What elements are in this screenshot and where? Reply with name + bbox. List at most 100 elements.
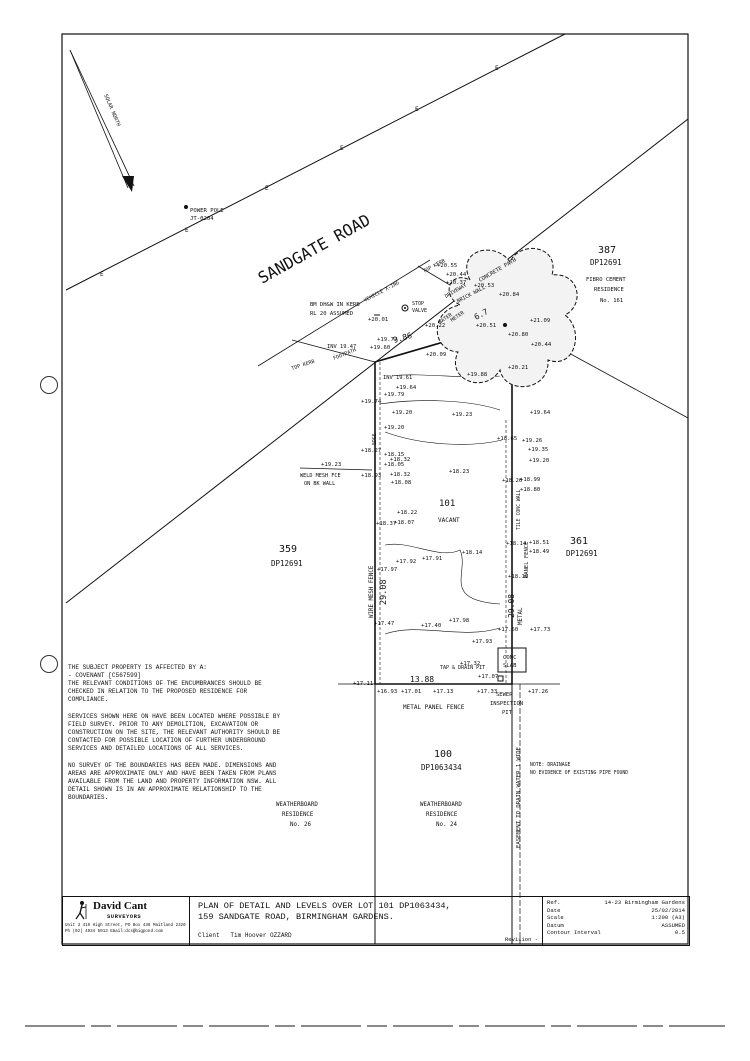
- spot-level: +20.21: [508, 365, 528, 371]
- panel-fence-label: PANEL FENCE: [524, 542, 530, 578]
- covenant-note-body: THE RELEVANT CONDITIONS OF THE ENCUMBRAN…: [68, 680, 262, 703]
- meta-ref-value: 14-23 Birmingham Gardens: [604, 899, 685, 906]
- svg-text:E: E: [495, 65, 499, 72]
- spot-level: +20.44: [446, 272, 467, 278]
- spot-level: +20.55: [437, 263, 457, 269]
- contour-line: [384, 431, 503, 445]
- spot-level: +20.84: [499, 292, 520, 298]
- spot-level: +17.26: [528, 689, 548, 695]
- spot-level: +17.91: [422, 556, 442, 562]
- tree-canopy: [436, 247, 578, 388]
- spot-level: +19.60: [370, 345, 390, 351]
- svg-text:E: E: [100, 271, 104, 278]
- spot-level: +18.23: [449, 469, 469, 475]
- plan-title-line1: PLAN OF DETAIL AND LEVELS OVER LOT 101 D…: [198, 901, 451, 911]
- metal-label: METAL: [518, 607, 524, 625]
- spot-level: +18.22: [397, 510, 417, 516]
- lot-359-number: 359: [279, 544, 297, 555]
- right-side-dimension: 29.08: [507, 594, 516, 618]
- spot-level: +18.27: [361, 448, 381, 454]
- surveyor-figure-icon: [75, 901, 87, 920]
- spot-level: +20.01: [368, 317, 388, 323]
- top-kerb-left-label: TOP KERB: [291, 359, 316, 372]
- sewer-pit-icon: [497, 675, 504, 682]
- inv-left-label: INV 19.47: [327, 344, 356, 350]
- spot-level: +19.64: [530, 410, 551, 416]
- spot-level: +17.92: [396, 559, 416, 565]
- spot-level: +17.73: [530, 627, 550, 633]
- sewer-label-2: INSPECTION: [490, 701, 523, 707]
- firm-contact: Ph (02) 4934 5013 Email:dcs@bigpond.com: [65, 930, 164, 934]
- spot-level: +17.32: [460, 661, 480, 667]
- spot-level: +17.13: [433, 689, 453, 695]
- spot-level: +18.14: [506, 541, 527, 547]
- svg-text:E: E: [415, 106, 419, 113]
- spot-level: +18.80: [520, 487, 540, 493]
- firm-address: Unit 3 419 High Street, PO Box 438 Maitl…: [65, 924, 186, 928]
- spot-level: +21.09: [530, 318, 550, 324]
- residence-26-line2: RESIDENCE: [282, 812, 314, 818]
- lot-361-dp: DP12691: [566, 549, 598, 558]
- spot-level: +18.15: [384, 452, 404, 458]
- spot-level: +18.32: [390, 472, 410, 478]
- tile-conc-wall-label: TILE CONC WALL: [516, 489, 522, 530]
- spot-level: +19.64: [396, 385, 417, 391]
- meta-datum-value: ASSUMED: [661, 921, 686, 929]
- tap-drain-label: TAP & DRAIN PIT: [440, 665, 485, 671]
- spot-level: +18.49: [529, 549, 549, 555]
- north-arrow-label: SOLAR NORTH: [102, 93, 121, 127]
- spot-level: +17.07: [478, 674, 498, 680]
- spot-level: +17.40: [421, 623, 441, 629]
- residence-26-number: No. 26: [290, 822, 311, 828]
- slab-label-1: CONC: [503, 655, 516, 661]
- bm-label: BM DH&W IN KERB: [310, 302, 360, 308]
- meta-contour-value: 0.5: [674, 929, 685, 937]
- meta-contour-key: Contour Interval: [547, 929, 601, 937]
- weld-mesh-fence-line: [299, 467, 373, 471]
- revision-label: Revision -: [504, 936, 538, 943]
- spot-levels: +20.55+20.44+20.37+20.53+20.84+21.09+20.…: [321, 263, 552, 695]
- spot-level: +19.23: [321, 462, 341, 468]
- weld-mesh-label-2: ON BK WALL: [304, 481, 335, 487]
- meta-date-key: Date: [547, 906, 561, 914]
- spot-level: +20.37: [446, 280, 466, 286]
- stop-valve-label-2: VALVE: [412, 308, 427, 314]
- north-arrow: SOLAR NORTH: [69, 49, 135, 192]
- drainage-note-2: NO EVIDENCE OF EXISTING PIPE FOUND: [530, 770, 628, 776]
- slab-label-2: SLAB: [503, 663, 517, 669]
- power-line-markers: EE EE EE: [100, 65, 499, 278]
- power-pole-icon: [184, 205, 188, 209]
- punch-hole-top: [40, 376, 58, 394]
- power-pole-id: JT-0204: [190, 216, 214, 222]
- spot-level: +17.47: [374, 621, 394, 627]
- lot-100-number: 100: [434, 749, 452, 760]
- residence-161-number: No. 161: [600, 298, 623, 304]
- footpath-line: [257, 259, 431, 367]
- spot-level: +18.99: [520, 477, 540, 483]
- spot-level: +19.23: [452, 412, 472, 418]
- easement-label: EASEMENT TO DRAIN WATER 1 WIDE: [516, 746, 522, 848]
- meta-ref-key: Ref.: [547, 899, 561, 906]
- client-name: Tim Hoover OZZARD: [230, 932, 292, 939]
- spot-level: +19.20: [384, 425, 404, 431]
- weld-mesh-label-1: WELD MESH FCE: [300, 473, 341, 479]
- residence-26-line1: WEATHERBOARD: [276, 802, 318, 808]
- spot-level: +18.51: [529, 540, 549, 546]
- spot-level: +18.65: [497, 436, 517, 442]
- spot-level: +17.01: [401, 689, 421, 695]
- residence-161-line2: RESIDENCE: [594, 287, 624, 293]
- sewer-label-1: SEWER: [496, 692, 513, 698]
- road-kerb-line: [65, 33, 566, 291]
- spot-level: +20.51: [476, 323, 496, 329]
- spot-level: +18.26: [502, 478, 522, 484]
- lot-387-dp: DP12691: [590, 258, 622, 267]
- meta-scale-key: Scale: [547, 914, 564, 922]
- spot-level: +20.44: [531, 342, 552, 348]
- lot-359-dp: DP12691: [271, 559, 303, 568]
- spot-level: +19.88: [467, 372, 488, 378]
- spot-level: +17.33: [477, 689, 497, 695]
- sewer-label-3: PIT: [502, 710, 513, 716]
- spot-level: +19.74: [361, 399, 382, 405]
